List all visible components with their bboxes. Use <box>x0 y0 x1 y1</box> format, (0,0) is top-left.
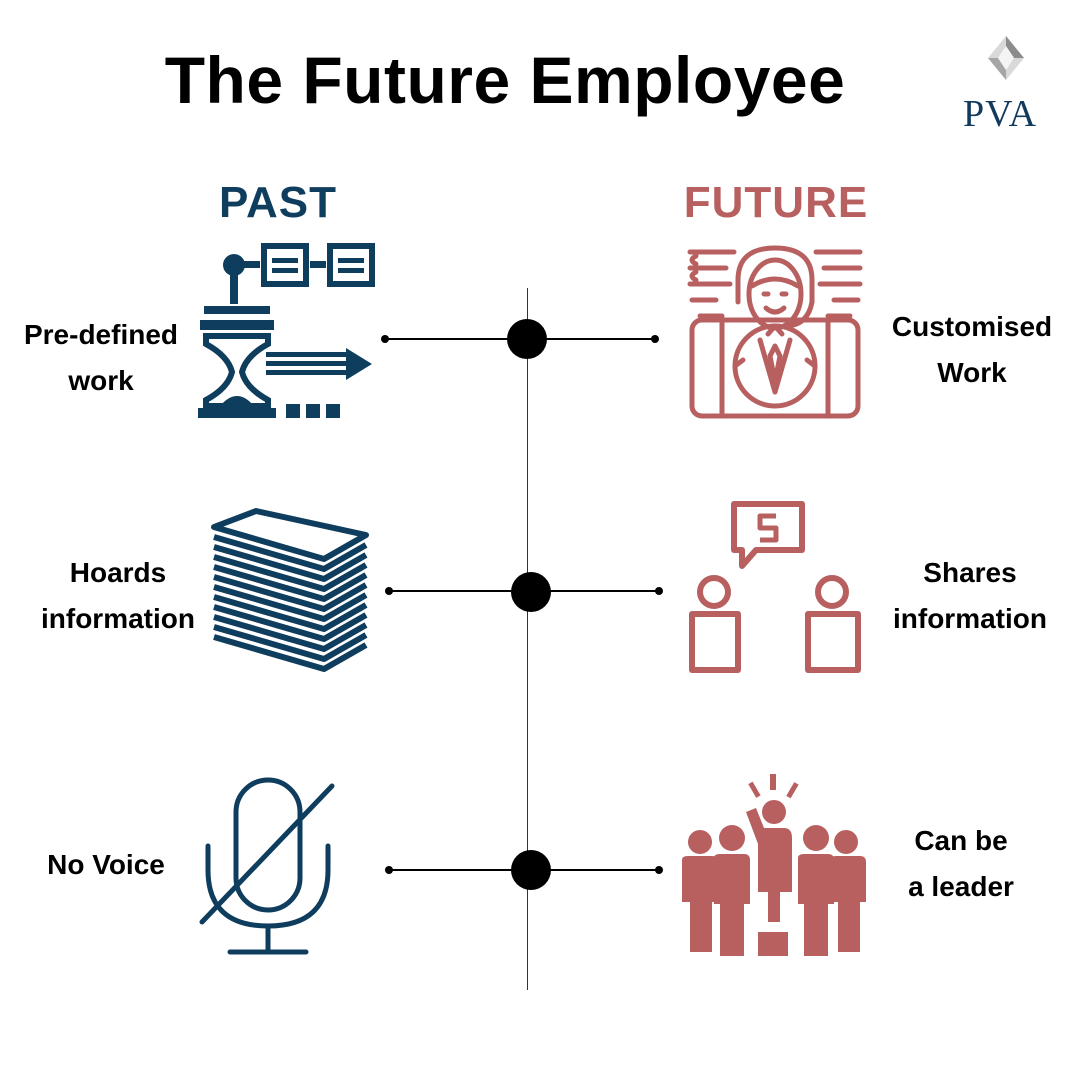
label-line: information <box>893 603 1047 634</box>
row-2-node <box>511 572 551 612</box>
diamond-logo-icon <box>988 36 1024 80</box>
row-1-past-label: Pre-defined work <box>6 312 196 404</box>
process-hierarchy-icon <box>198 243 375 418</box>
row-3-past-label: No Voice <box>26 842 186 888</box>
timeline-spine <box>527 288 528 990</box>
label-line: Customised <box>891 311 1053 342</box>
label-line: a leader <box>908 871 1014 902</box>
page-title: The Future Employee <box>164 43 846 117</box>
label-line: Shares <box>923 557 1017 588</box>
pva-logo: PVA <box>958 32 1042 135</box>
label-line: information <box>41 603 195 634</box>
label-line: Pre-defined <box>23 319 179 350</box>
past-heading: PAST <box>218 178 338 227</box>
future-heading: FUTURE <box>683 178 869 227</box>
row-1-future-label: Customised Work <box>876 304 1068 396</box>
row-2-future-label: Shares information <box>872 550 1068 642</box>
people-sharing-icon <box>689 501 861 673</box>
muted-microphone-icon <box>199 777 335 955</box>
logo-text: PVA <box>962 93 1038 135</box>
label-line: Hoards <box>69 557 167 588</box>
label-line: No Voice <box>47 849 165 880</box>
row-3-node <box>511 850 551 890</box>
paper-stack-icon <box>211 508 369 672</box>
label-line: work <box>68 365 134 396</box>
leader-in-crowd-icon <box>682 774 866 956</box>
label-line: Work <box>937 357 1007 388</box>
row-2-past-label: Hoards information <box>20 550 216 642</box>
label-line: Can be <box>914 825 1008 856</box>
row-3-future-label: Can be a leader <box>878 818 1044 910</box>
row-1-node <box>507 319 547 359</box>
customer-support-agent-icon <box>687 245 863 419</box>
